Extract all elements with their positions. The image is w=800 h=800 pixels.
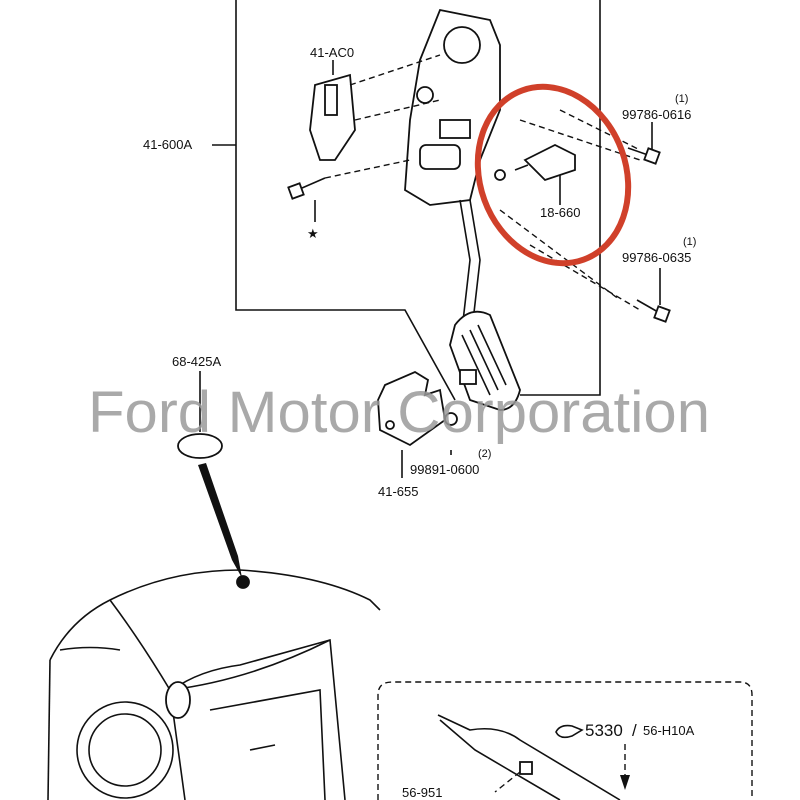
torque-wrench-icon	[555, 724, 584, 739]
detail-box	[377, 681, 753, 800]
star-mark: ★	[307, 226, 319, 241]
label-99891-0600: 99891-0600	[410, 462, 479, 477]
label-qty-upper: (1)	[675, 93, 688, 105]
label-68-425a: 68-425A	[172, 354, 221, 369]
pad-68-425a	[177, 433, 223, 459]
bolt-lower	[636, 268, 671, 323]
label-56-h10a: 56-H10A	[643, 723, 695, 738]
pointer-arrow	[198, 463, 242, 578]
detail-part	[437, 714, 630, 800]
pedal-bracket	[404, 8, 501, 331]
label-5330: 5330	[585, 721, 623, 740]
label-41-ac0: 41-AC0	[310, 45, 354, 60]
highlight-circle	[474, 83, 632, 267]
assembly-outline	[212, 0, 601, 401]
label-18-660: 18-660	[540, 205, 580, 220]
label-qty-lower: (1)	[683, 236, 696, 248]
label-slash: /	[632, 721, 637, 740]
label-99786-0635: 99786-0635	[622, 250, 691, 265]
switch-18-660	[494, 109, 641, 311]
bolt-upper	[627, 122, 661, 165]
bracket-41-655	[377, 370, 458, 478]
bolt-left	[287, 159, 411, 222]
accelerator-pad	[449, 310, 521, 411]
label-qty-nut: (2)	[478, 448, 491, 460]
label-56-951: 56-951	[402, 785, 442, 800]
watermark: Ford Motor Corporation	[88, 380, 710, 445]
label-41-655: 41-655	[378, 484, 418, 499]
label-41-600a: 41-600A	[143, 137, 192, 152]
vehicle-outline	[47, 569, 381, 800]
connector-41-ac0	[309, 54, 441, 161]
label-99786-0616: 99786-0616	[622, 107, 691, 122]
